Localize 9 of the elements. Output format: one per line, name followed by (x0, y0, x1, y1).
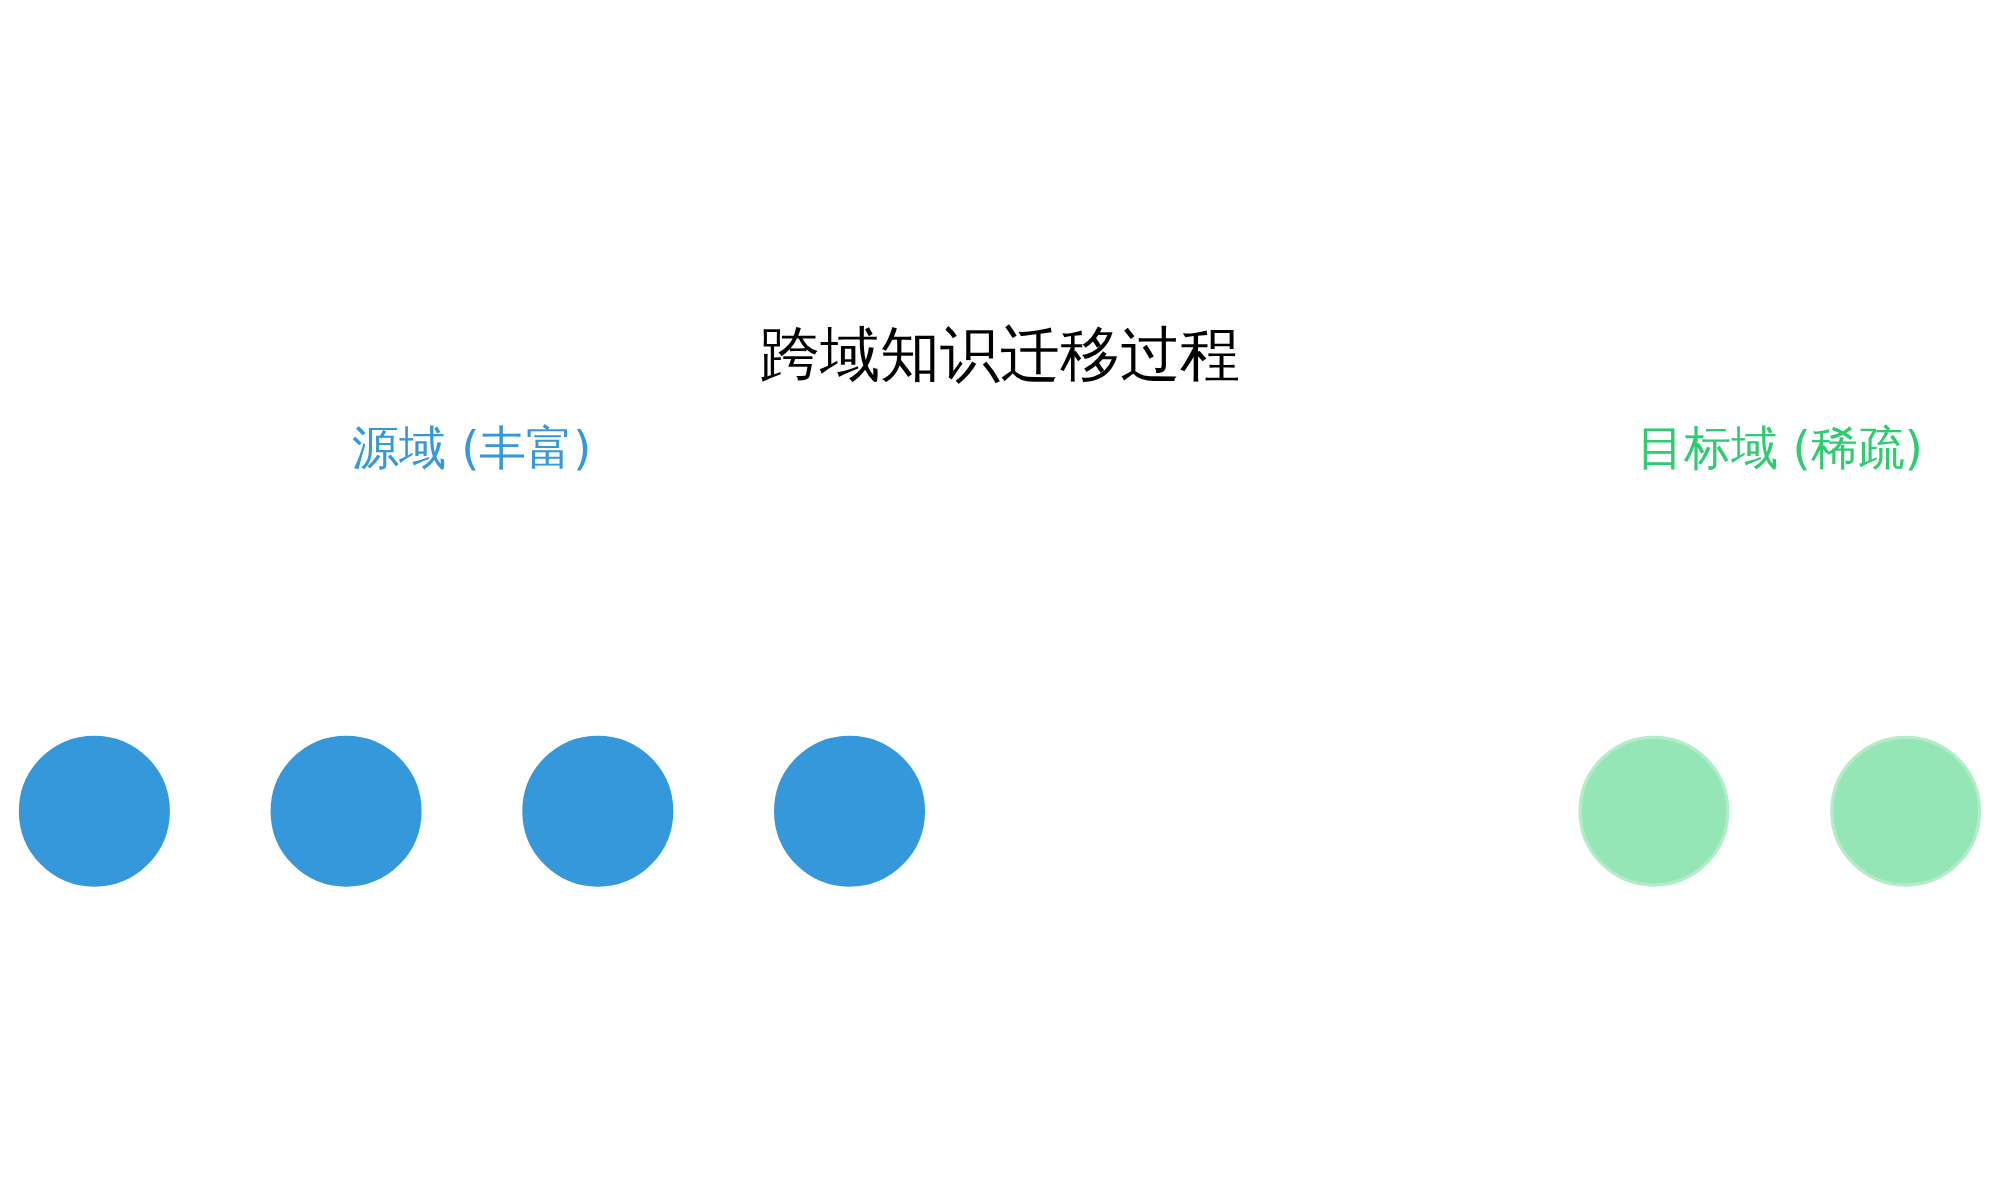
node-circle (522, 735, 674, 887)
node-circle (1830, 735, 1982, 887)
node-circle (270, 735, 422, 887)
node-circle (1578, 735, 1730, 887)
diagram-title: 跨域知识迁移过程 (760, 318, 1240, 389)
node-circle (18, 735, 170, 887)
label: 目标域 (稀疏) (1636, 420, 1923, 475)
node-circle (774, 735, 926, 887)
label: 源域 (丰富) (352, 420, 592, 475)
